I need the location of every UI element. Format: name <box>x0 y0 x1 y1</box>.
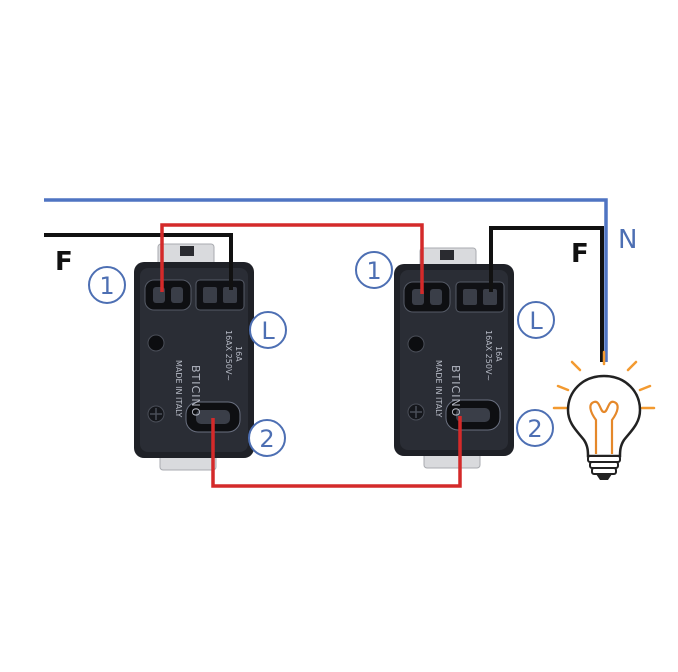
switch-left-badge-2: 2 <box>248 419 286 457</box>
switch-right-made-in: MADE IN ITALY <box>434 360 443 418</box>
switch-right: BTICINO 16AX 250V~ MADE IN ITALY 16A <box>394 247 514 469</box>
switch-left-brand: BTICINO <box>189 365 202 417</box>
switch-left-model: 16A <box>234 346 243 362</box>
traveler-wire-1 <box>160 223 424 294</box>
svg-text:1: 1 <box>366 257 381 285</box>
switch-right-rating: 16AX 250V~ <box>484 330 493 381</box>
traveler-wire-2 <box>211 416 462 488</box>
svg-text:L: L <box>261 317 275 345</box>
neutral-wire <box>44 198 608 362</box>
switch-left-made-in: MADE IN ITALY <box>174 360 183 418</box>
phase-wire-left <box>44 233 233 290</box>
switch-right-brand: BTICINO <box>449 365 462 417</box>
light-bulb-icon <box>552 350 656 480</box>
svg-text:2: 2 <box>259 425 274 453</box>
phase-label-right: F <box>571 239 589 269</box>
phase-label-left: F <box>55 247 73 277</box>
switch-right-model: 16A <box>494 346 503 362</box>
bulb-glass <box>566 374 642 458</box>
switch-right-badge-1: 1 <box>355 251 393 289</box>
switch-left-terminal-1-socket <box>144 279 192 311</box>
switch-right-terminal-1-socket <box>403 281 451 313</box>
svg-text:2: 2 <box>527 415 542 443</box>
svg-text:1: 1 <box>99 272 114 300</box>
svg-text:L: L <box>529 307 543 335</box>
phase-wire-right <box>489 226 604 362</box>
bulb-rays <box>552 350 656 410</box>
switch-right-screw-hole <box>407 335 425 353</box>
switch-right-badge-2: 2 <box>516 409 554 447</box>
switch-left: BTICINO 16AX 250V~ MADE IN ITALY 16A <box>134 243 254 471</box>
switch-left-screw-hole <box>147 334 165 352</box>
neutral-label: N <box>618 225 637 255</box>
switch-left-rating: 16AX 250V~ <box>224 330 233 381</box>
switch-right-badge-L: L <box>517 301 555 339</box>
bulb-filament <box>589 400 619 454</box>
switch-left-badge-1: 1 <box>88 266 126 304</box>
switch-left-badge-L: L <box>249 311 287 349</box>
